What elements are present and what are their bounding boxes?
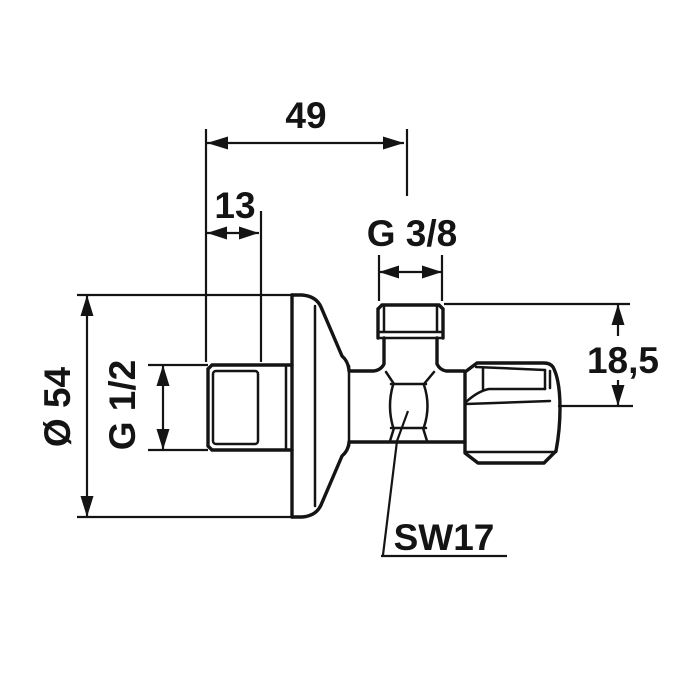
dimension-13: 13: [207, 185, 263, 362]
dimension-g12-label: G 1/2: [102, 360, 143, 451]
dimension-dia-54: Ø 54: [37, 293, 292, 519]
compression-nut: [463, 361, 562, 465]
inlet-thread-g12: [206, 363, 294, 452]
callout-sw17: SW17: [381, 410, 507, 558]
dimension-18-5: 18,5: [444, 302, 659, 408]
dimension-g38-label: G 3/8: [367, 213, 458, 254]
dimension-g38: G 3/8: [367, 213, 458, 301]
dimension-g12: G 1/2: [102, 360, 208, 452]
hex-spindle-sw17: [384, 370, 436, 443]
dimension-18-5-label: 18,5: [587, 340, 659, 381]
callout-sw17-label: SW17: [394, 517, 495, 558]
wall-rosette: [290, 293, 351, 519]
dimension-13-label: 13: [214, 185, 255, 226]
dimension-49-label: 49: [285, 95, 326, 136]
dimension-dia-54-label: Ø 54: [37, 366, 78, 447]
valve-body: [347, 336, 467, 444]
top-outlet-thread-g38: [376, 303, 445, 340]
dimension-49: 49: [204, 95, 409, 362]
